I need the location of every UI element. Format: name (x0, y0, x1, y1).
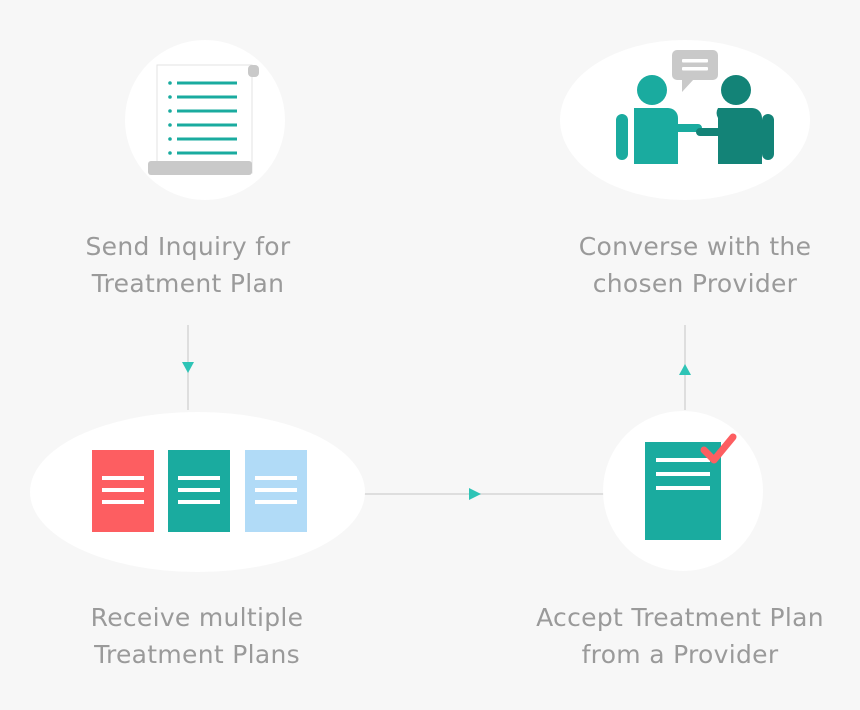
arrow-down (182, 362, 194, 373)
step-label-line: Converse with the (578, 232, 812, 261)
step-label-line: from a Provider (581, 640, 779, 669)
step-label-line: Receive multiple (90, 603, 304, 632)
arrow-right (469, 488, 481, 500)
step-label-line: chosen Provider (592, 269, 798, 298)
scroll-icon (148, 64, 259, 175)
checked-document-icon (645, 433, 737, 540)
step-label-line: Accept Treatment Plan (536, 603, 824, 632)
step-label-inquiry: Send Inquiry for Treatment Plan (48, 228, 328, 302)
step-label-receive: Receive multiple Treatment Plans (57, 599, 337, 673)
step-label-accept: Accept Treatment Plan from a Provider (520, 599, 840, 673)
conversation-icon (616, 50, 774, 164)
arrow-up (679, 364, 691, 375)
step-label-line: Treatment Plan (91, 269, 285, 298)
step-label-converse: Converse with the chosen Provider (545, 228, 845, 302)
step-label-line: Send Inquiry for (85, 232, 291, 261)
documents-icon (92, 450, 307, 532)
step-label-line: Treatment Plans (94, 640, 300, 669)
